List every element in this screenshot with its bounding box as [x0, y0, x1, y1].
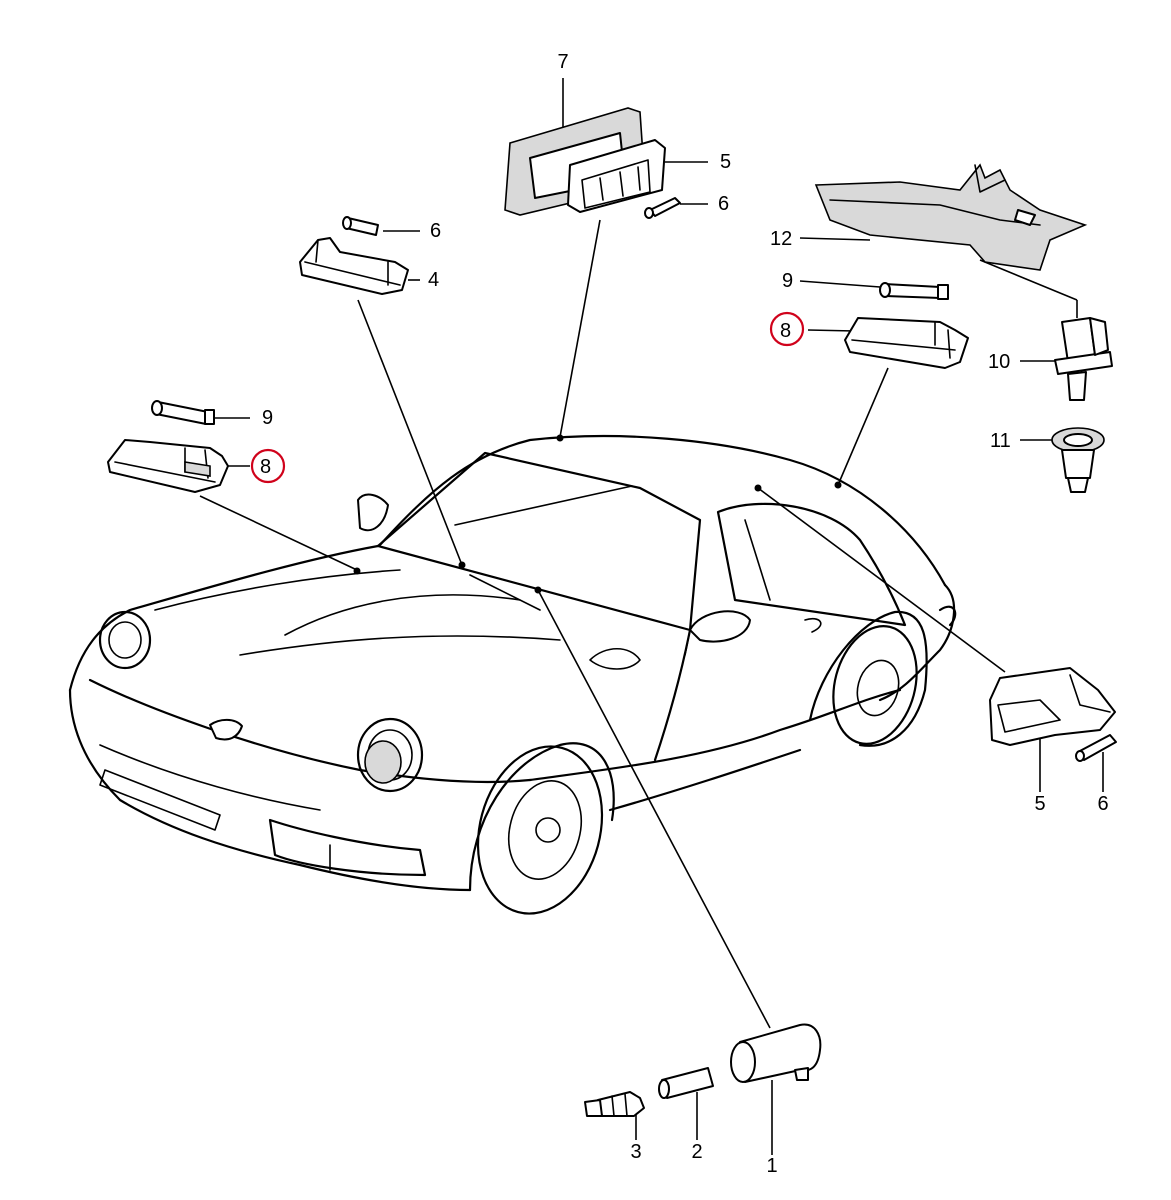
part-3-bulb-holder [584, 1091, 645, 1117]
highlight-circles [250, 311, 805, 484]
callout-9-left: 9 [262, 407, 273, 429]
part-11-grommet [1051, 427, 1105, 493]
part-1-lamp-body [730, 1023, 822, 1083]
part-8-light-unit-right [844, 317, 969, 369]
part-10-switch [1054, 317, 1113, 401]
callout-6-top: 6 [718, 193, 729, 215]
callout-4: 4 [428, 269, 439, 291]
callout-7: 7 [557, 51, 568, 73]
part-4-light-unit [299, 237, 409, 295]
callout-12: 12 [770, 228, 792, 250]
part-9-bulb-left [151, 400, 215, 425]
callout-5-bottom: 5 [1034, 793, 1045, 815]
callout-8-right: 8 [780, 320, 791, 342]
part-5-light-housing-top [567, 139, 666, 213]
part-6-bulb-top [644, 197, 681, 219]
highlight-circle-8-left [250, 448, 286, 484]
callout-8-left: 8 [260, 456, 271, 478]
attachment-points [353, 434, 842, 594]
callout-1: 1 [766, 1155, 777, 1177]
part-8-light-unit-left [107, 439, 229, 493]
part-12-bracket [814, 163, 1088, 271]
callout-11: 11 [990, 430, 1011, 452]
highlight-circle-8-right [769, 311, 805, 347]
callout-5-top: 5 [720, 151, 731, 173]
callout-2: 2 [691, 1141, 702, 1163]
callout-labels: 7 5 6 6 4 12 9 8 10 11 9 8 5 6 3 2 1 [260, 51, 1109, 1177]
callout-10: 10 [988, 351, 1010, 373]
callout-9-right: 9 [782, 270, 793, 292]
car-body-outline [68, 435, 957, 915]
part-9-bulb-right [879, 282, 949, 300]
part-6-bulb-bottom [1075, 734, 1117, 762]
part-2-bulb [658, 1067, 714, 1099]
callout-3: 3 [630, 1141, 641, 1163]
part-6-bulb-left [342, 216, 379, 236]
callout-6-left: 6 [430, 220, 441, 242]
leader-lines [199, 78, 1104, 1155]
callout-6-bottom: 6 [1097, 793, 1108, 815]
part-5-light-housing-bottom [989, 667, 1116, 746]
